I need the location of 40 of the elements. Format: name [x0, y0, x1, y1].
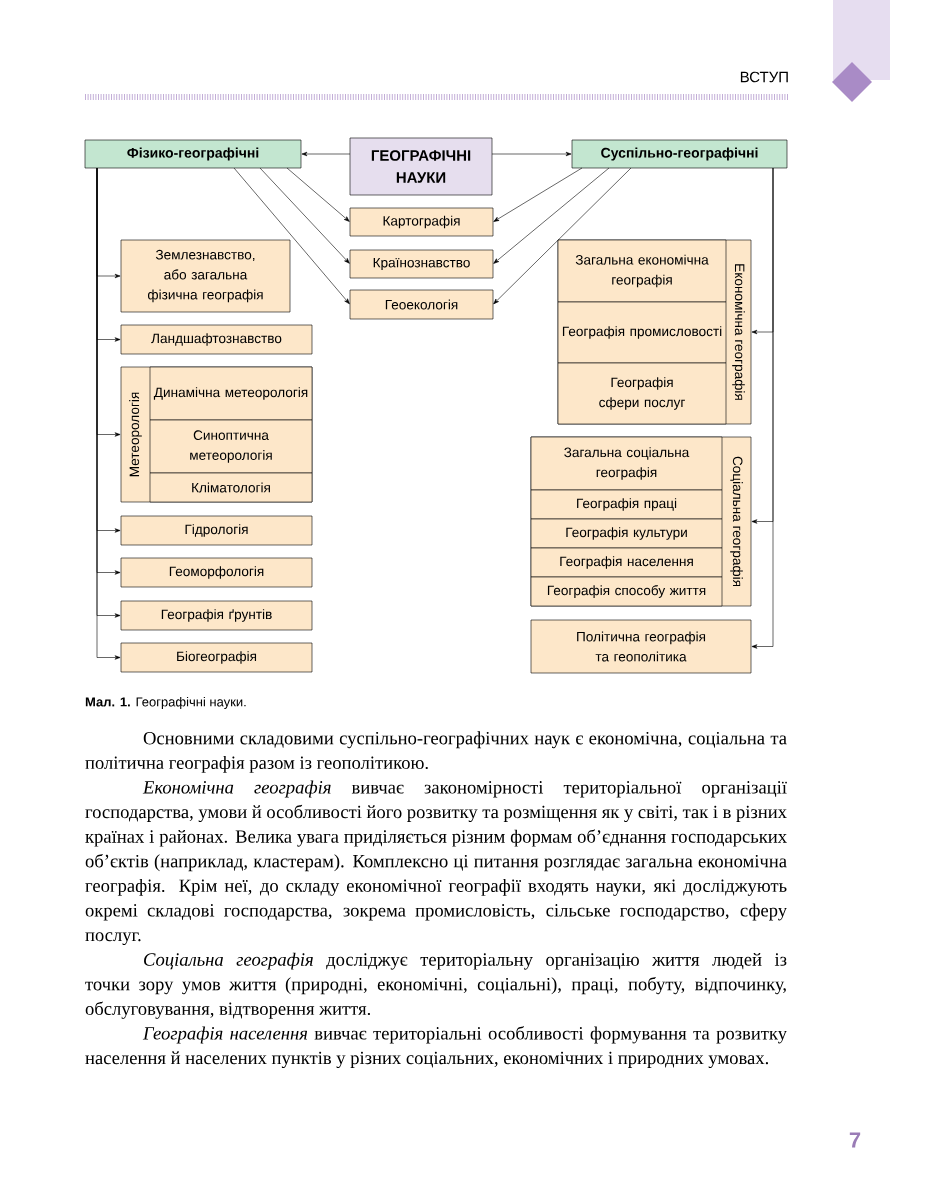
discipline-box: Географія сфери послуг — [557, 362, 727, 425]
discipline-box: Географія способу життя — [530, 576, 723, 607]
arrow — [493, 167, 632, 305]
discipline-box: Загальна соціальна географія — [530, 436, 723, 491]
discipline-box: Політична географія та геополітика — [530, 619, 752, 674]
discipline-box: Геоморфологія — [120, 557, 313, 588]
arrow — [493, 167, 610, 264]
title-box: ГЕОГРАФІЧНІ НАУКИ — [349, 137, 493, 196]
paragraph: Основними складовими суспільно-географічних наук є економічна, соціальна та політична географія разом із геополітикою. — [85, 731, 787, 773]
discipline-box: Гідрологія — [120, 515, 313, 546]
discipline-box: Біогеографія — [120, 642, 313, 673]
page-number: 7 — [849, 1132, 861, 1148]
discipline-box: Географія ґрунтів — [120, 600, 313, 631]
discipline-box: Геоекологія — [349, 289, 494, 320]
discipline-box: Країнознавство — [349, 249, 494, 279]
category-box: Суспільно-географічні — [571, 139, 788, 169]
arrow — [493, 167, 583, 222]
discipline-box: Географія культури — [530, 518, 723, 549]
discipline-box: Кліматологія — [149, 472, 313, 503]
arrow — [259, 167, 350, 264]
category-box: Фізико-географічні — [84, 139, 302, 169]
discipline-box: Ландшафтознавство — [120, 324, 313, 355]
discipline-box: Землезнавство, або загальна фізична географія — [120, 239, 291, 313]
arrow — [233, 167, 350, 305]
arrow — [301, 151, 351, 157]
paragraph: Економічна географія вивчає закономірності територіальної організації господарства, умови й особливості його розвитку та розміщення як у світі, так і в різних країнах і районах. Велика увага приділяється різним формам об’єднання господарських об’єктів (наприклад, кластерам). Комплексно ці питання розглядає загальна економічна географія. Крім неї, до складу економічної географії входять науки, які досліджують окремі складові господарства, зокрема промисловість, сільське господарство, сферу послуг. — [85, 780, 787, 946]
paragraph: Соціальна географія досліджує територіальну організацію життя людей із точки зору умов життя (природні, економічні, соціальні), праці, побуту, відпочинку, обслуговування, відтворення життя. — [85, 952, 787, 1019]
discipline-box: Географія праці — [530, 489, 723, 520]
discipline-box: Географія населення — [530, 547, 723, 578]
discipline-box: Синоптична метеорологія — [149, 419, 313, 474]
arrow — [491, 151, 572, 157]
discipline-box: Динамічна метеорологія — [149, 366, 313, 421]
discipline-box: Географія промисловості — [557, 301, 727, 364]
arrow — [286, 167, 350, 222]
paragraph: Географія населення вивчає територіальні особливості формування та розвитку населення й населених пунктів у різних соціальних, економічних і природних умовах. — [85, 1026, 787, 1069]
section-header: ВСТУП — [740, 71, 788, 83]
arrow — [751, 167, 774, 649]
discipline-box: Картографія — [349, 207, 494, 237]
figure-caption: Мал. 1. Географічні науки. — [85, 696, 246, 710]
discipline-box: Загальна економічна географія — [557, 239, 727, 303]
